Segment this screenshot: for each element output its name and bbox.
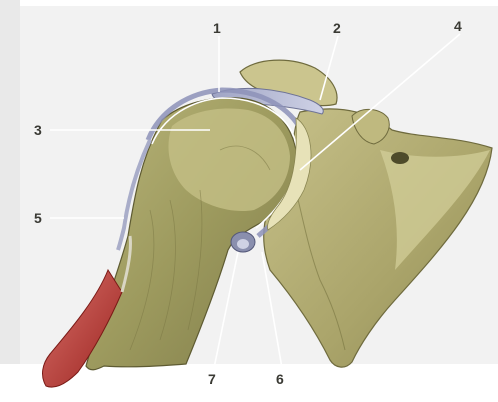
callout-label-1: 1 xyxy=(213,20,221,36)
callout-label-6: 6 xyxy=(276,371,284,387)
left-gray-band xyxy=(0,0,20,364)
scapula-notch xyxy=(391,152,409,164)
callout-label-4: 4 xyxy=(454,18,462,34)
callout-label-5: 5 xyxy=(34,210,42,226)
axillary-recess-inner xyxy=(237,239,249,249)
callout-label-2: 2 xyxy=(333,20,341,36)
callout-label-7: 7 xyxy=(208,371,216,387)
callout-label-3: 3 xyxy=(34,122,42,138)
